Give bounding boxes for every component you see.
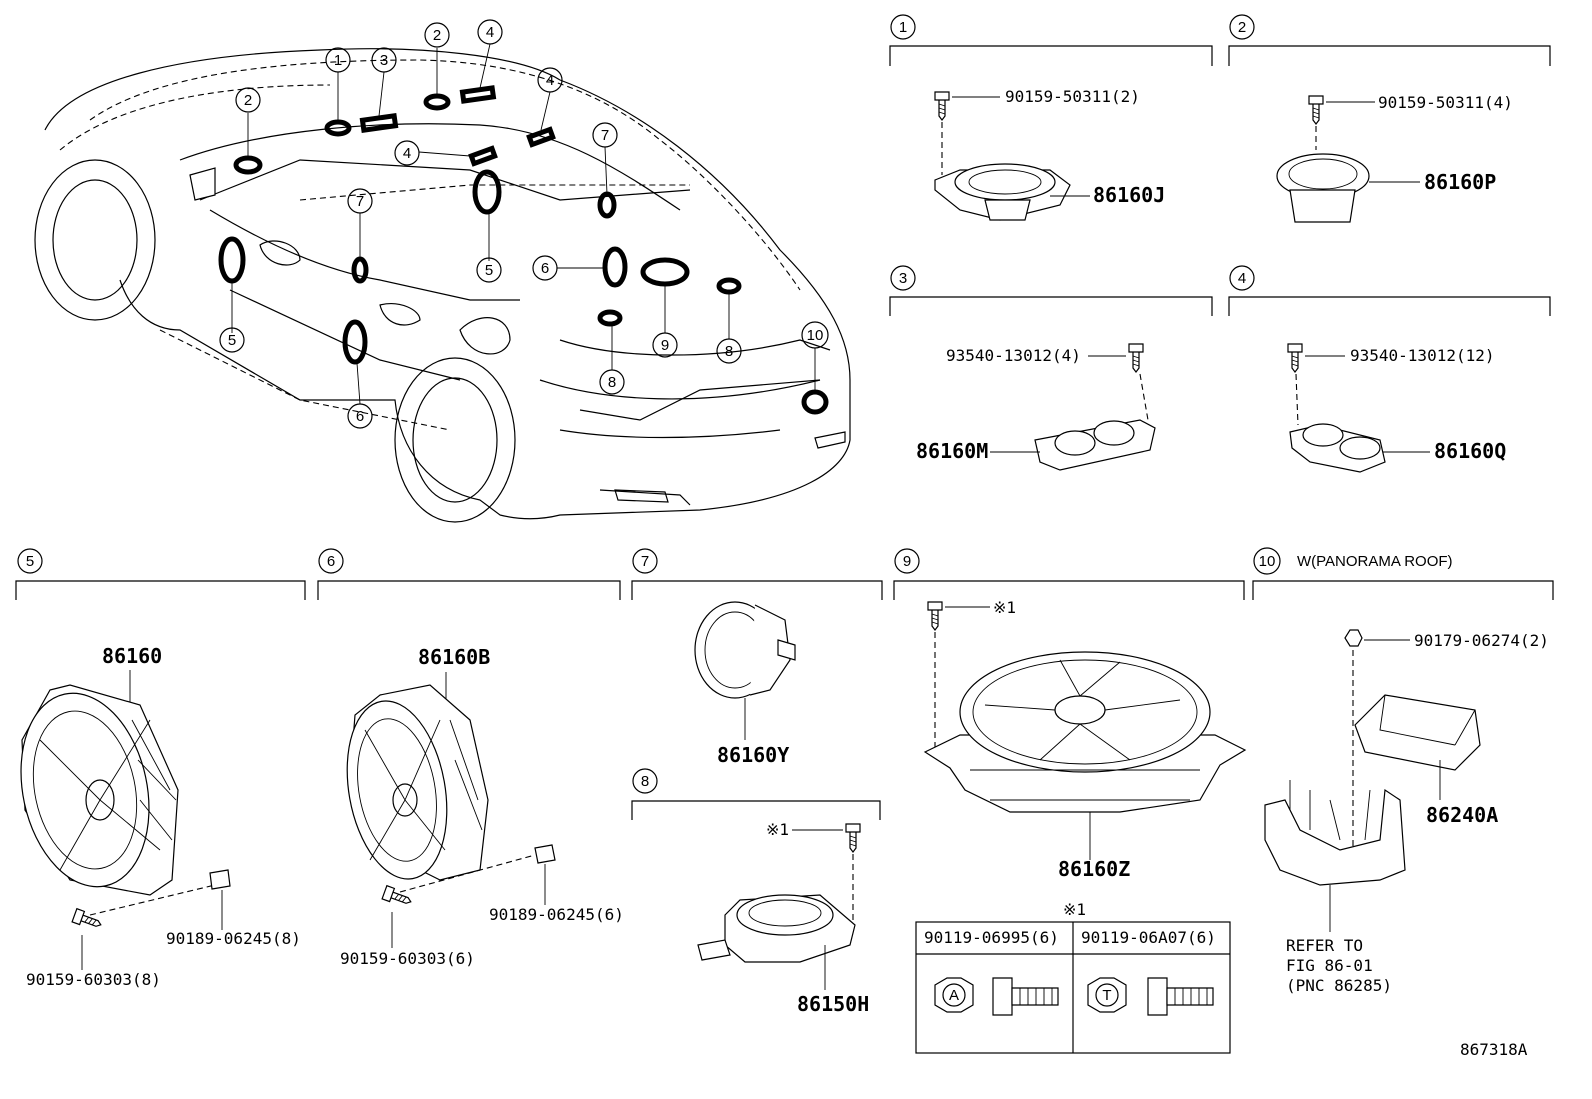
- car-callout-6b: 6: [347, 403, 373, 429]
- section-3: 3 93540-13012(4) 86160M: [889, 265, 1213, 471]
- section-2: 2 90159-50311(4) 86160P: [1228, 14, 1551, 223]
- section-1: 1 90159-50311(2) 86160J: [889, 14, 1213, 221]
- bolt-side-t-icon: [1147, 977, 1214, 1016]
- svg-text:90119-06995(6): 90119-06995(6): [924, 928, 1059, 947]
- bolt-mark-t-icon: T: [1087, 977, 1127, 1013]
- svg-text:86160Y: 86160Y: [717, 743, 789, 767]
- svg-text:90179-06274(2): 90179-06274(2): [1414, 631, 1549, 650]
- svg-text:86160: 86160: [102, 644, 162, 668]
- svg-text:9: 9: [903, 553, 911, 570]
- car-callout-2b: 2: [424, 22, 450, 48]
- svg-text:7: 7: [601, 127, 609, 144]
- svg-text:4: 4: [1238, 270, 1246, 287]
- svg-text:90189-06245(8): 90189-06245(8): [166, 929, 301, 948]
- section-7: 7 86160Y: [631, 548, 883, 767]
- svg-text:7: 7: [641, 553, 649, 570]
- svg-text:REFER TO: REFER TO: [1286, 936, 1363, 955]
- svg-text:9: 9: [661, 337, 669, 354]
- car-callout-7b: 7: [347, 188, 373, 214]
- svg-text:2: 2: [244, 92, 252, 109]
- car-callout-4a: 4: [477, 19, 503, 45]
- svg-text:90159-50311(4): 90159-50311(4): [1378, 93, 1513, 112]
- section-6: 6 86160B 90189-06245(6) 90159-60303(6): [317, 548, 624, 968]
- svg-text:6: 6: [541, 260, 549, 277]
- svg-text:86160J: 86160J: [1093, 183, 1165, 207]
- svg-text:1: 1: [334, 52, 342, 69]
- svg-text:10: 10: [1259, 553, 1276, 570]
- svg-text:W(PANORAMA ROOF): W(PANORAMA ROOF): [1297, 553, 1453, 570]
- car-callout-1: 1: [325, 47, 351, 73]
- svg-text:(PNC 86285): (PNC 86285): [1286, 976, 1392, 995]
- svg-text:A: A: [949, 987, 959, 1004]
- svg-text:90159-50311(2): 90159-50311(2): [1005, 87, 1140, 106]
- svg-text:※1: ※1: [766, 820, 789, 839]
- svg-text:86160Q: 86160Q: [1434, 439, 1506, 463]
- car-callout-7a: 7: [592, 122, 618, 148]
- car-callout-9: 9: [652, 332, 678, 358]
- svg-text:90159-60303(8): 90159-60303(8): [26, 970, 161, 989]
- svg-text:FIG 86-01: FIG 86-01: [1286, 956, 1373, 975]
- car-callout-2a: 2: [235, 87, 261, 113]
- svg-text:6: 6: [327, 553, 335, 570]
- svg-text:6: 6: [356, 408, 364, 425]
- svg-text:2: 2: [1238, 19, 1246, 36]
- car-callout-5a: 5: [219, 327, 245, 353]
- svg-text:86240A: 86240A: [1426, 803, 1498, 827]
- section-5: 5 86160 90189-06245(8) 90159-60303(8): [15, 548, 306, 989]
- svg-text:2: 2: [433, 27, 441, 44]
- car-callout-4c: 4: [394, 140, 420, 166]
- car-overview: 2 1 3 2 4 4 4 7 7 5 5 6 6 9 8 8 10: [34, 19, 851, 523]
- svg-text:1: 1: [899, 19, 907, 36]
- svg-text:8: 8: [641, 773, 649, 790]
- svg-text:86160B: 86160B: [418, 645, 490, 669]
- bolt-mark-a-icon: A: [934, 977, 974, 1013]
- svg-text:7: 7: [356, 193, 364, 210]
- svg-text:4: 4: [486, 24, 494, 41]
- section-4: 4 93540-13012(12) 86160Q: [1228, 265, 1551, 473]
- svg-text:93540-13012(4): 93540-13012(4): [946, 346, 1081, 365]
- svg-text:5: 5: [485, 262, 493, 279]
- section-8: 8 ※1 86150H: [631, 768, 881, 1016]
- section-10: 10 W(PANORAMA ROOF) 90179-06274(2) 86240…: [1252, 547, 1554, 995]
- svg-text:86160M: 86160M: [916, 439, 988, 463]
- svg-text:4: 4: [403, 145, 411, 162]
- bolt-table: ※1 90119-06995(6) 90119-06A07(6) A T: [915, 900, 1231, 1054]
- svg-text:86160Z: 86160Z: [1058, 857, 1130, 881]
- figure-id: 867318A: [1460, 1040, 1528, 1059]
- svg-text:90119-06A07(6): 90119-06A07(6): [1081, 928, 1216, 947]
- car-callout-5b: 5: [476, 257, 502, 283]
- svg-text:※1: ※1: [993, 598, 1016, 617]
- svg-text:90189-06245(6): 90189-06245(6): [489, 905, 624, 924]
- svg-text:8: 8: [725, 343, 733, 360]
- bolt-side-a-icon: [992, 977, 1059, 1016]
- svg-text:3: 3: [380, 52, 388, 69]
- car-callout-10: 10: [801, 321, 829, 349]
- car-callout-3: 3: [371, 47, 397, 73]
- svg-text:※1: ※1: [1063, 900, 1086, 919]
- car-callout-6a: 6: [532, 255, 558, 281]
- car-callout-8b: 8: [716, 338, 742, 364]
- svg-text:5: 5: [228, 332, 236, 349]
- svg-text:86160P: 86160P: [1424, 170, 1496, 194]
- svg-text:4: 4: [546, 72, 554, 89]
- car-callout-8a: 8: [599, 369, 625, 395]
- svg-text:T: T: [1102, 987, 1111, 1004]
- svg-text:90159-60303(6): 90159-60303(6): [340, 949, 475, 968]
- svg-text:10: 10: [807, 327, 824, 344]
- svg-text:8: 8: [608, 374, 616, 391]
- svg-text:3: 3: [899, 270, 907, 287]
- svg-text:86150H: 86150H: [797, 992, 869, 1016]
- section-9: 9 ※1 86160Z: [893, 548, 1247, 881]
- car-callout-4b: 4: [537, 67, 563, 93]
- svg-text:5: 5: [26, 553, 34, 570]
- svg-text:93540-13012(12): 93540-13012(12): [1350, 346, 1495, 365]
